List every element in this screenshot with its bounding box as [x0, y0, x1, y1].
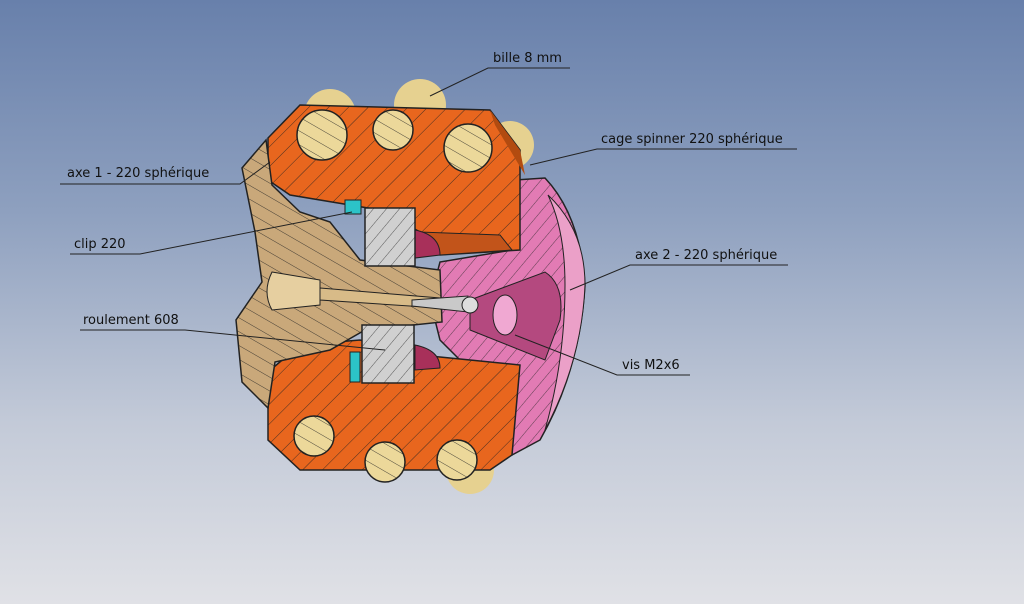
clip-220: [344, 199, 362, 383]
label-bille: bille 8 mm: [493, 51, 562, 66]
axe-2: [429, 177, 586, 457]
label-clip: clip 220: [74, 237, 126, 252]
axe-1: [235, 138, 443, 410]
label-vis: vis M2x6: [622, 358, 680, 373]
balls-front: [293, 109, 493, 483]
vis-m2x6: [411, 295, 479, 314]
label-axe2: axe 2 - 220 sphérique: [635, 248, 778, 263]
leader-lines: [60, 67, 797, 376]
label-roulement: roulement 608: [83, 313, 179, 328]
roulement-608: [361, 207, 416, 384]
label-cage: cage spinner 220 sphérique: [601, 132, 783, 147]
label-axe1: axe 1 - 220 sphérique: [67, 166, 210, 181]
